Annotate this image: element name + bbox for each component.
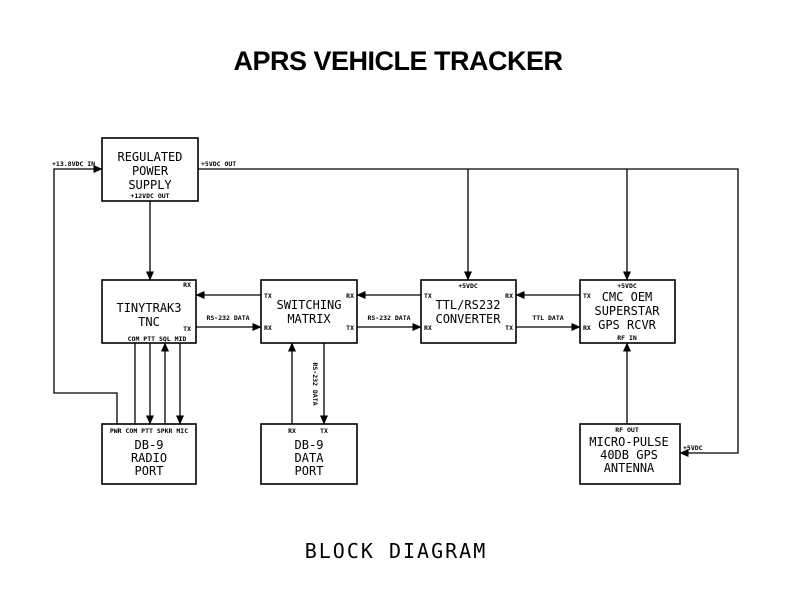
ttl-converter-block: TTL/RS232 CONVERTER +5VDC TX RX RX TX (420, 279, 517, 344)
ttl-rx-left: RX (424, 324, 432, 332)
gps-label-1: CMC OEM (602, 290, 653, 304)
ttl-label-2: CONVERTER (435, 312, 501, 326)
gps-tx-label: TX (583, 292, 591, 300)
antenna-label-2: 40DB GPS (600, 448, 658, 462)
link-label-ttl: TTL DATA (532, 314, 563, 322)
tnc-rx-label: RX (183, 281, 191, 289)
radio-label-3: PORT (135, 464, 164, 478)
radio-label-1: DB-9 (135, 438, 164, 452)
link-label-rs232-a: RS-232 DATA (206, 314, 249, 322)
tnc-block: TINYTRAK3 TNC RX TX COM PTT SQL MID (101, 279, 197, 344)
diagram-footer: BLOCK DIAGRAM (305, 539, 488, 563)
gps-rx-label: RX (583, 324, 591, 332)
data-label-1: DB-9 (295, 438, 324, 452)
ttl-rx-right: RX (505, 292, 513, 300)
power-supply-block: REGULATED POWER SUPPLY +13.8VDC IN +5VDC… (52, 137, 236, 202)
switching-matrix-block: SWITCHING MATRIX TX RX RX TX (260, 279, 358, 344)
power-supply-label-3: SUPPLY (128, 178, 172, 192)
tnc-pins-label: COM PTT SQL MID (128, 335, 187, 343)
gps-label-2: SUPERSTAR (594, 304, 660, 318)
gps-label-3: GPS RCVR (598, 318, 657, 332)
switch-tx-left: TX (264, 292, 272, 300)
antenna-power-label: +5VDC (683, 444, 703, 452)
connections (53, 165, 739, 457)
antenna-rf-out-label: RF OUT (615, 426, 639, 434)
antenna-label-1: MICRO-PULSE (589, 435, 668, 449)
link-label-rs232-vertical: RS-232 DATA (311, 362, 319, 405)
power-5v-out-label: +5VDC OUT (201, 160, 236, 168)
power-12v-out-label: +12VDC OUT (130, 192, 169, 200)
ttl-label-1: TTL/RS232 (435, 298, 500, 312)
power-supply-label-2: POWER (132, 164, 169, 178)
power-in-label: +13.8VDC IN (52, 160, 95, 168)
switch-tx-right: TX (346, 324, 354, 332)
radio-port-block: PWR COM PTT SPKR MIC DB-9 RADIO PORT (101, 423, 197, 485)
switch-rx-right: RX (346, 292, 354, 300)
gps-rf-in-label: RF IN (617, 334, 637, 342)
gps-power-label: +5VDC (617, 282, 637, 290)
gps-receiver-block: CMC OEM SUPERSTAR GPS RCVR +5VDC TX RX R… (579, 279, 676, 344)
data-rx-label: RX (288, 427, 296, 435)
data-label-2: DATA (295, 451, 325, 465)
link-label-rs232-b: RS-232 DATA (367, 314, 410, 322)
switch-label-1: SWITCHING (276, 298, 341, 312)
diagram-title: APRS VEHICLE TRACKER (233, 46, 562, 76)
tnc-label-1: TINYTRAK3 (116, 301, 181, 315)
ttl-power-label: +5VDC (458, 282, 478, 290)
ttl-tx-right: TX (505, 324, 513, 332)
power-supply-label-1: REGULATED (117, 150, 182, 164)
switch-label-2: MATRIX (287, 312, 331, 326)
data-tx-label: TX (320, 427, 328, 435)
radio-label-2: RADIO (131, 451, 167, 465)
tnc-label-2: TNC (138, 315, 160, 329)
ttl-tx-left: TX (424, 292, 432, 300)
data-label-3: PORT (295, 464, 324, 478)
wire-13v8-in (53, 165, 118, 424)
antenna-block: RF OUT MICRO-PULSE 40DB GPS ANTENNA +5VD… (579, 423, 703, 485)
tnc-tx-label: TX (183, 325, 191, 333)
radio-pins-label: PWR COM PTT SPKR MIC (110, 427, 188, 435)
switch-rx-left: RX (264, 324, 272, 332)
data-port-block: RX TX DB-9 DATA PORT (260, 423, 358, 485)
antenna-label-3: ANTENNA (604, 461, 655, 475)
